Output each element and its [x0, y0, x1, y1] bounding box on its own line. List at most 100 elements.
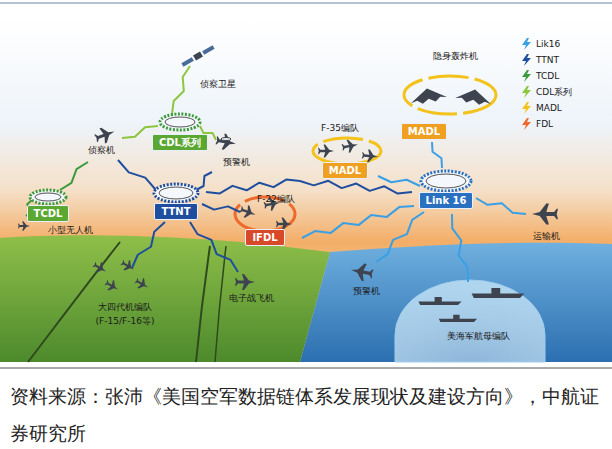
aircraft-icon	[235, 274, 255, 290]
legend-row: TTNT	[520, 54, 559, 66]
aircraft-icon	[119, 258, 137, 275]
illustration-part	[202, 45, 214, 54]
callout-label: 运输机	[533, 231, 560, 242]
badge-text: TTNT	[161, 206, 190, 217]
legend-row: CDL系列	[520, 86, 572, 98]
illustration-part	[160, 114, 200, 130]
lightning-bolt	[376, 212, 424, 262]
illustration-part	[421, 171, 471, 191]
caption-rule	[0, 368, 612, 369]
callout-label: 电子战飞机	[229, 293, 274, 304]
aircraft-icon	[350, 261, 375, 282]
badge-text: TCDL	[34, 208, 63, 219]
ground	[0, 235, 330, 362]
legend-text: TCDL	[536, 70, 559, 82]
callout-label: 隐身轰炸机	[433, 51, 478, 62]
callout-label: F-22编队	[257, 194, 295, 205]
antenna-ring	[30, 190, 66, 204]
link-badge: CDL系列	[152, 134, 208, 151]
ship-icon	[472, 288, 525, 298]
lightning-bolt	[190, 222, 238, 272]
lightning-bolt	[476, 198, 526, 214]
illustration-part	[193, 51, 203, 60]
legend-swatch	[522, 38, 531, 50]
aircraft-icon	[91, 260, 109, 277]
callout-label: 预警机	[353, 286, 380, 297]
aircraft-icon	[93, 124, 117, 146]
badge-text: IFDL	[252, 232, 277, 243]
badge-text: CDL系列	[159, 137, 201, 148]
ship-icon	[439, 315, 477, 322]
legend-row: Lik16	[520, 38, 560, 50]
illustration-part	[35, 193, 61, 201]
lightning-bolt	[378, 176, 420, 186]
formation-loop	[404, 76, 496, 114]
legend-text: Lik16	[536, 38, 560, 50]
road	[196, 246, 210, 362]
link-badge: MADL	[322, 162, 368, 179]
source-caption: 资料来源：张沛《美国空军数据链体系发展现状及建设方向》，中航证券研究所	[10, 378, 606, 449]
aircraft	[18, 44, 558, 322]
badge-text: MADL	[329, 165, 361, 176]
link-badge: TTNT	[154, 203, 197, 220]
legend-text: FDL	[536, 118, 553, 130]
aircraft-icon	[238, 203, 257, 221]
sea	[300, 243, 612, 362]
lightning-bolt	[202, 204, 240, 212]
legend-swatch	[520, 118, 531, 130]
aircraft-icon	[532, 204, 558, 225]
legend-swatch	[522, 70, 531, 82]
link-badge: Link 16	[419, 192, 474, 209]
aircraft-icon	[215, 132, 237, 151]
radome	[221, 138, 231, 141]
formation-loop	[313, 138, 381, 164]
legend-swatch	[520, 86, 531, 98]
lightning-bolt	[302, 206, 414, 238]
illustration-part	[154, 184, 198, 202]
legend-swatch	[522, 54, 531, 66]
lightning-bolt	[196, 172, 212, 190]
link-badge: IFDL	[245, 229, 284, 246]
antenna-ring	[421, 171, 471, 191]
link-bolts	[26, 66, 526, 282]
legend-swatch	[522, 118, 531, 130]
aircraft-icon	[103, 278, 121, 295]
lightning-bolt	[432, 142, 442, 168]
lightning-bolt	[60, 162, 88, 190]
illustration-part	[30, 190, 66, 204]
lightning-bolt	[452, 214, 468, 282]
callout-label: 小型无人机	[48, 225, 93, 236]
callout-label: 侦察卫星	[200, 79, 236, 90]
legend-swatch	[522, 86, 531, 98]
legend-text: TTNT	[536, 54, 559, 66]
top-rule	[0, 3, 612, 4]
aircraft-icon	[455, 86, 493, 106]
callout-label: F-35编队	[321, 123, 359, 134]
antenna-rings	[30, 114, 471, 204]
antenna-ring	[154, 184, 198, 202]
link-badge: MADL	[401, 123, 447, 140]
road	[215, 246, 226, 362]
illustration-part	[165, 117, 195, 127]
legend-swatch	[520, 70, 531, 82]
legend-swatch	[522, 102, 531, 114]
legend-row: TCDL	[520, 70, 559, 82]
ship-icon	[418, 297, 461, 305]
legend-row: FDL	[520, 118, 553, 130]
lightning-bolt	[118, 160, 156, 190]
aircraft-icon	[133, 276, 151, 293]
link-badge: TCDL	[27, 205, 70, 222]
illustration-part	[235, 76, 496, 231]
shield-dome	[395, 280, 545, 362]
legend-text: CDL系列	[536, 86, 572, 98]
badge-text: Link 16	[426, 195, 467, 206]
legend-text: MADL	[536, 102, 562, 114]
legend-swatch	[520, 54, 531, 66]
callout-label: (F-15/F-16等)	[96, 316, 155, 327]
sky	[0, 20, 612, 362]
illustration-part	[181, 57, 193, 66]
aircraft-icon	[341, 138, 359, 153]
aircraft-icon	[409, 85, 447, 105]
satellite-icon	[181, 44, 215, 67]
